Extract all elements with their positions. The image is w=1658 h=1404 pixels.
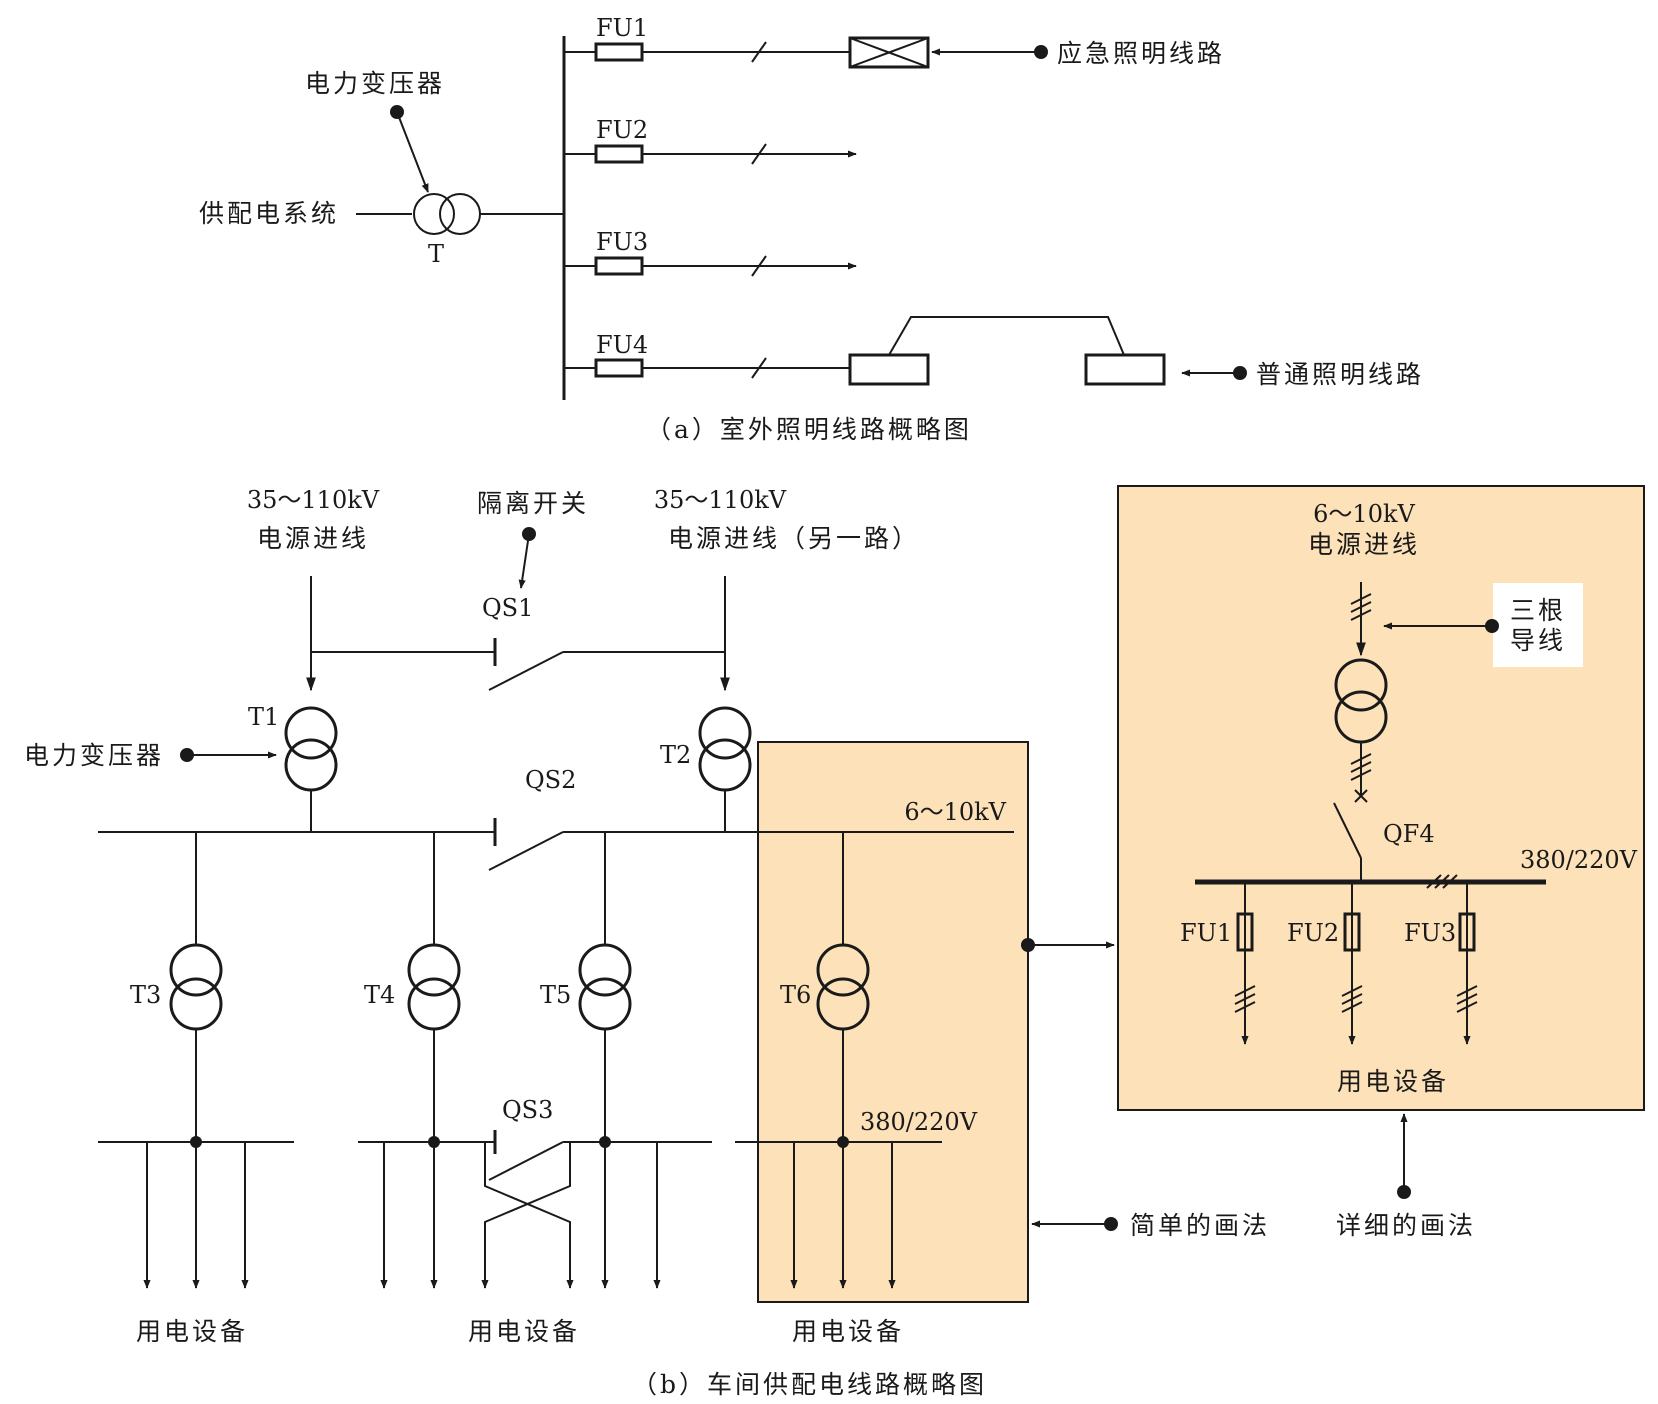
fuse-fu4	[594, 358, 644, 378]
caption-a: （a）室外照明线路概略图	[646, 415, 972, 444]
transformer-callout-b: 电力变压器	[24, 741, 164, 770]
detail-fuse-fu3	[1458, 912, 1476, 952]
branch-fu4: FU4 普通照明线路	[564, 316, 1424, 389]
breaker-qf4	[1333, 802, 1362, 859]
detail-fuse-fu1	[1236, 912, 1254, 952]
outdoor-lighting-diagram: 供配电系统 T 电力变压器 FU1 应急照明线路 FU2	[199, 14, 1424, 444]
detail-fu3-label: FU3	[1404, 919, 1456, 947]
load-label-2: 用电设备	[468, 1317, 580, 1346]
detail-fu1-label: FU1	[1180, 919, 1232, 947]
t5-label: T5	[540, 981, 571, 1009]
qs3-label: QS3	[502, 1096, 553, 1124]
simple-drawing-label: 简单的画法	[1130, 1211, 1270, 1240]
incoming-1-text: 电源进线	[257, 524, 369, 553]
transformer-t2: T2	[660, 706, 752, 792]
normal-lighting-label: 普通照明线路	[1256, 360, 1424, 389]
lamp-2-icon	[1084, 353, 1166, 386]
detailed-drawing-box	[1117, 485, 1645, 1111]
detail-fu2-label: FU2	[1287, 919, 1339, 947]
fuse-fu3-label: FU3	[596, 228, 648, 256]
emergency-lamp-icon	[848, 36, 930, 69]
t1-label: T1	[248, 703, 279, 731]
qf4-label: QF4	[1383, 820, 1435, 848]
fuse-fu4-label: FU4	[596, 331, 648, 359]
transformer-callout-a: 电力变压器	[305, 69, 445, 98]
hv-bus-label: 6～10kV	[904, 798, 1006, 826]
transformer-t-coil-1	[413, 193, 455, 235]
branch-fu1: FU1 应急照明线路	[564, 14, 1225, 69]
branch-fu2: FU2	[564, 116, 857, 165]
three-wire-label-box	[1493, 583, 1583, 667]
three-wire-label-1: 三根	[1510, 596, 1566, 625]
detail-voltage: 6～10kV	[1313, 500, 1415, 528]
detailed-drawing: 6～10kV 电源进线 三根 导线 QF4 380/220V	[1180, 500, 1638, 1096]
transformer-t1: T1	[248, 703, 338, 792]
detail-load-label: 用电设备	[1337, 1067, 1449, 1096]
source-label: 供配电系统	[199, 199, 339, 228]
transformer-t3: T3	[130, 943, 223, 1031]
qs1-label: QS1	[482, 594, 533, 622]
caption-b: （b）车间供配电线路概略图	[632, 1370, 987, 1399]
emergency-lighting-label: 应急照明线路	[1057, 39, 1225, 68]
t2-label: T2	[660, 741, 691, 769]
transformer-t-label: T	[428, 240, 444, 268]
fuse-fu1-label: FU1	[596, 14, 648, 42]
load-label-1: 用电设备	[136, 1317, 248, 1346]
three-wire-label-2: 导线	[1510, 626, 1566, 655]
fuse-fu3	[594, 256, 644, 276]
branch-fu3: FU3	[564, 228, 857, 277]
lamp-1-icon	[848, 353, 930, 386]
qs2-label: QS2	[525, 766, 576, 794]
detail-fuse-fu2	[1343, 912, 1361, 952]
incoming-2-voltage: 35～110kV	[654, 486, 787, 514]
incoming-2-text: 电源进线（另一路）	[668, 524, 920, 553]
isolator-callout: 隔离开关	[477, 489, 589, 518]
t3-label: T3	[130, 981, 161, 1009]
workshop-power-diagram: 35～110kV 电源进线 35～110kV 电源进线（另一路） 隔离开关 QS…	[24, 485, 1645, 1399]
detail-bus-label: 380/220V	[1520, 846, 1638, 874]
t6-label: T6	[780, 981, 811, 1009]
detail-incoming-text: 电源进线	[1308, 530, 1420, 559]
transformer-t6: T6	[780, 943, 870, 1031]
load-label-3: 用电设备	[792, 1317, 904, 1346]
fuse-fu1	[594, 42, 644, 62]
fuse-fu2	[594, 144, 644, 164]
t4-label: T4	[364, 981, 395, 1009]
incoming-1-voltage: 35～110kV	[247, 486, 380, 514]
transformer-t-coil-2	[439, 193, 481, 235]
lv-bus-label: 380/220V	[860, 1108, 978, 1136]
transformer-t4: T4	[364, 943, 461, 1031]
fuse-fu2-label: FU2	[596, 116, 648, 144]
transformer-t5: T5	[540, 943, 632, 1031]
detailed-drawing-label: 详细的画法	[1336, 1211, 1476, 1240]
